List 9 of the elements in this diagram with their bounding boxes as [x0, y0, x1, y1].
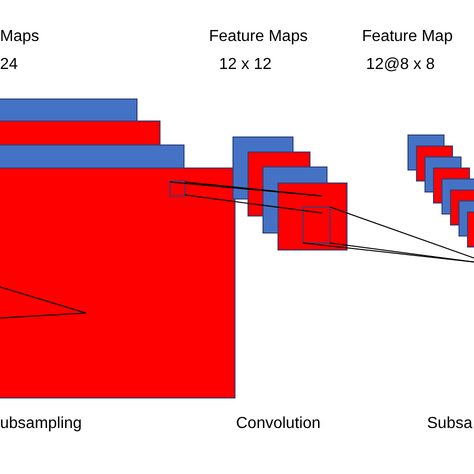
layer-label: 12@8 x 8	[366, 55, 435, 75]
layer-label: ubsampling	[0, 414, 82, 434]
layer-label: Convolution	[236, 414, 320, 434]
layer-label: Feature Maps	[209, 27, 308, 47]
layer-label: Subsa	[427, 414, 472, 434]
layer-label: 12 x 12	[219, 55, 272, 75]
layer-label: Maps	[0, 27, 40, 47]
layer-label: Feature Map	[362, 27, 453, 47]
layer-label: 24	[0, 55, 18, 75]
